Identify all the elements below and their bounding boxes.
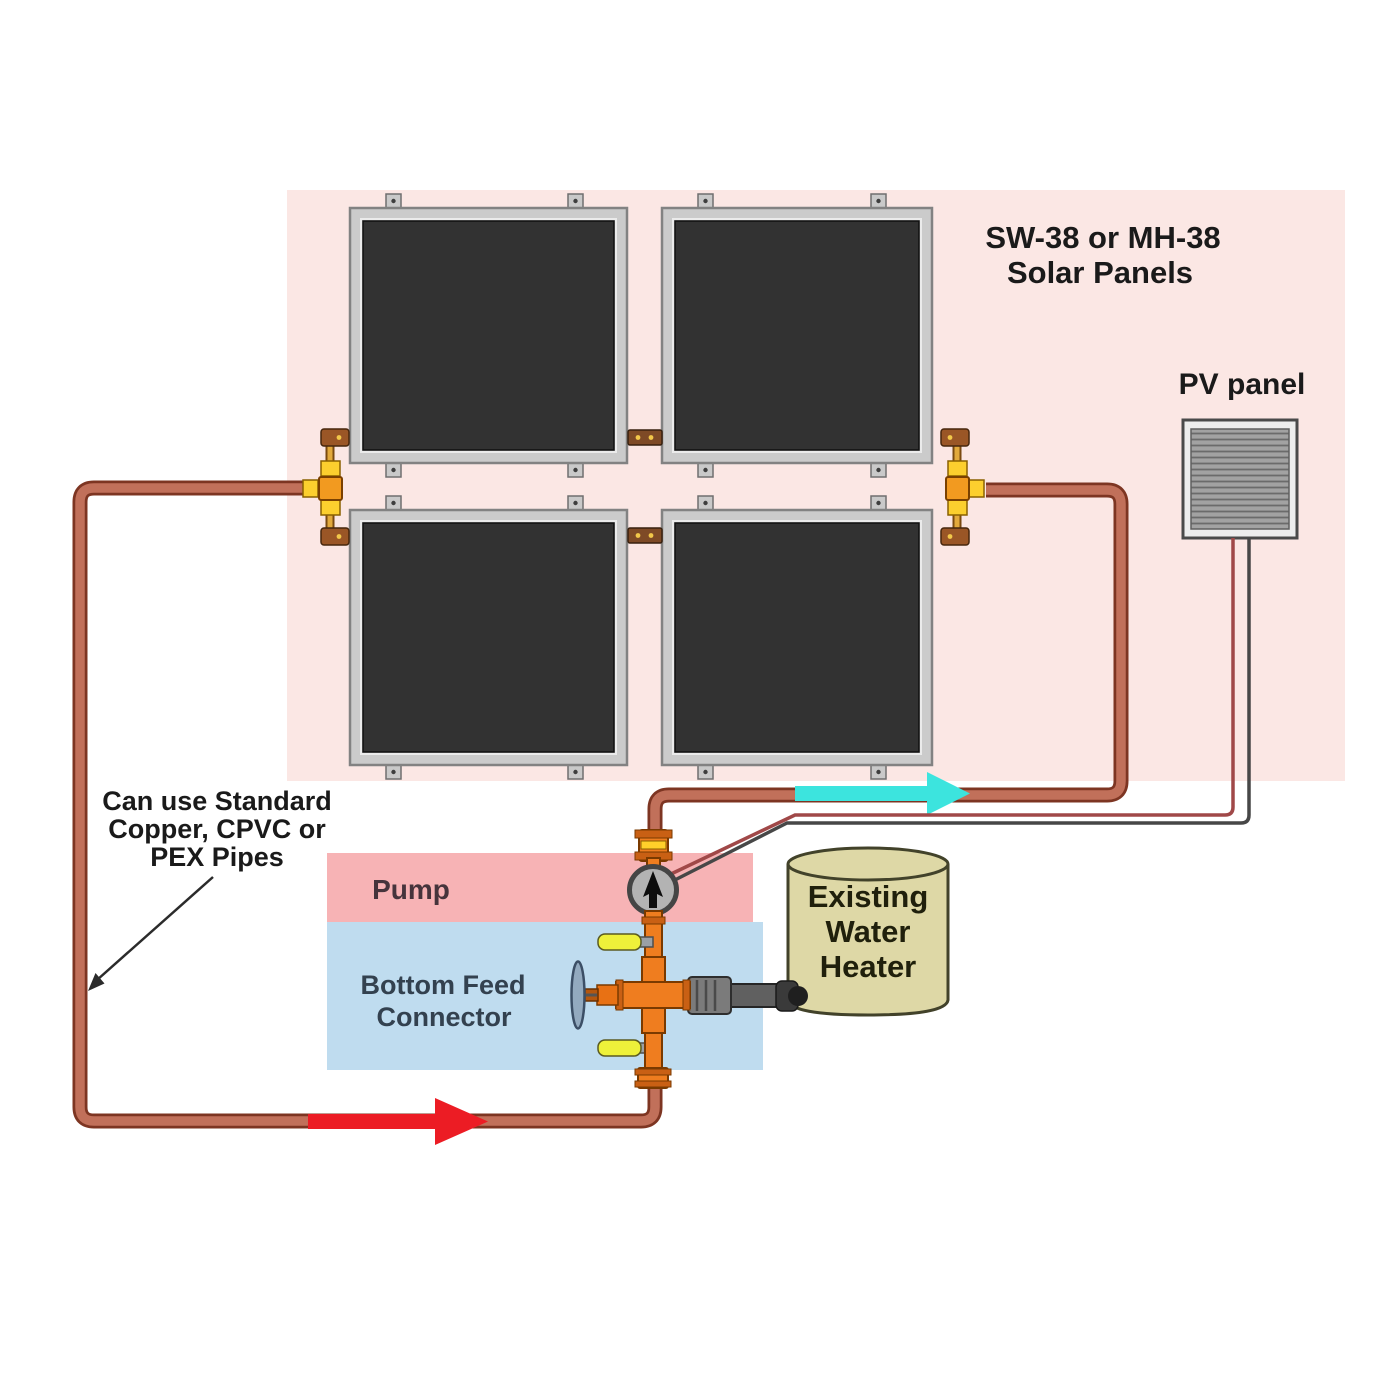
pipe-loop-left <box>72 480 663 1129</box>
pipe-note-line3: PEX Pipes <box>150 842 284 872</box>
cross-horizontal <box>615 981 691 1009</box>
thin-arrow-head-icon <box>88 973 105 991</box>
solar-panel-2 <box>660 206 934 465</box>
pv-wire-positive <box>670 538 1235 876</box>
brass-nut <box>968 479 985 498</box>
union-nut <box>687 976 732 1015</box>
solar-panel-3 <box>348 508 629 767</box>
bottom-feed-label-line2: Connector <box>377 1002 512 1032</box>
water-heater-label-line1: Existing <box>808 879 929 914</box>
water-heater-label-line3: Heater <box>820 949 917 984</box>
tee-fitting-left <box>302 428 350 546</box>
tee-body <box>945 476 970 501</box>
solar-title-line2: Solar Panels <box>1007 255 1193 290</box>
water-heater-label-line2: Water <box>826 914 911 949</box>
coupling-ring <box>634 1068 672 1076</box>
coupling-ring <box>634 1080 672 1088</box>
heater-top <box>786 846 950 882</box>
gate-valve-handle-icon <box>570 960 586 1030</box>
tee-fitting-right <box>940 428 985 546</box>
hot-flow-arrow-icon <box>795 772 970 815</box>
brass-nut <box>302 479 319 498</box>
pipe-left <box>75 483 660 1126</box>
brass-nut <box>320 460 341 477</box>
pipe-loop-right <box>647 482 1129 838</box>
ball-valve-handle-top <box>597 933 642 951</box>
solar-panel-4 <box>660 508 934 767</box>
brass-nut <box>320 499 341 516</box>
heater-feed-pipe <box>687 976 808 1015</box>
pump-label: Pump <box>372 874 450 905</box>
riser-ring <box>641 916 666 925</box>
brass-nut <box>947 460 968 477</box>
panel-absorber <box>674 220 920 451</box>
panel-inner-line <box>672 218 922 453</box>
pipe-right <box>650 485 1126 838</box>
pv-wires <box>666 538 1251 886</box>
water-heater <box>786 846 950 1017</box>
panel-union-top <box>627 429 663 446</box>
panel-inner-line <box>360 520 617 755</box>
brass-nut <box>947 499 968 516</box>
pipe-note-line2: Copper, CPVC or <box>108 814 326 844</box>
cross-ridge <box>682 979 691 1011</box>
panel-union-connectors <box>627 429 663 544</box>
panel-absorber <box>362 220 615 451</box>
heater-elbow-knob <box>788 986 808 1006</box>
pv-panel <box>1181 418 1299 540</box>
solar-title-line1: SW-38 or MH-38 <box>985 220 1220 255</box>
pump-band <box>327 853 753 922</box>
panel-absorber <box>362 522 615 753</box>
reducer <box>596 984 619 1006</box>
cold-flow-arrow-icon <box>308 1098 488 1145</box>
port-elbow <box>940 527 970 546</box>
panel-inner-line <box>672 520 922 755</box>
port-elbow <box>320 428 350 447</box>
pump-flow-arrow-icon <box>643 871 663 908</box>
pipe-note-pointer <box>88 876 214 991</box>
pv-panel-label: PV panel <box>1179 368 1306 401</box>
panel-union-bottom <box>627 527 663 544</box>
pv-wire-negative <box>666 538 1251 886</box>
panel-inner-line <box>360 218 617 453</box>
pump-and-bottom-feed-assembly <box>570 829 691 1089</box>
ball-valve-handle-bottom <box>597 1039 642 1057</box>
coupling-band <box>640 840 667 850</box>
pv-panel-cells <box>1190 428 1290 530</box>
port-elbow <box>320 527 350 546</box>
gray-pipe <box>730 983 782 1008</box>
panel-mount-tabs <box>385 193 887 780</box>
port-elbow <box>940 428 970 447</box>
coupling-ring <box>634 829 673 839</box>
pipe-note-line1: Can use Standard <box>102 786 332 816</box>
bottom-feed-label-line1: Bottom Feed <box>361 970 526 1000</box>
tee-body <box>318 476 343 501</box>
solar-panel-1 <box>348 206 629 465</box>
panel-absorber <box>674 522 920 753</box>
diagram-labels: SW-38 or MH-38 Solar Panels PV panel Can… <box>102 220 1305 1032</box>
